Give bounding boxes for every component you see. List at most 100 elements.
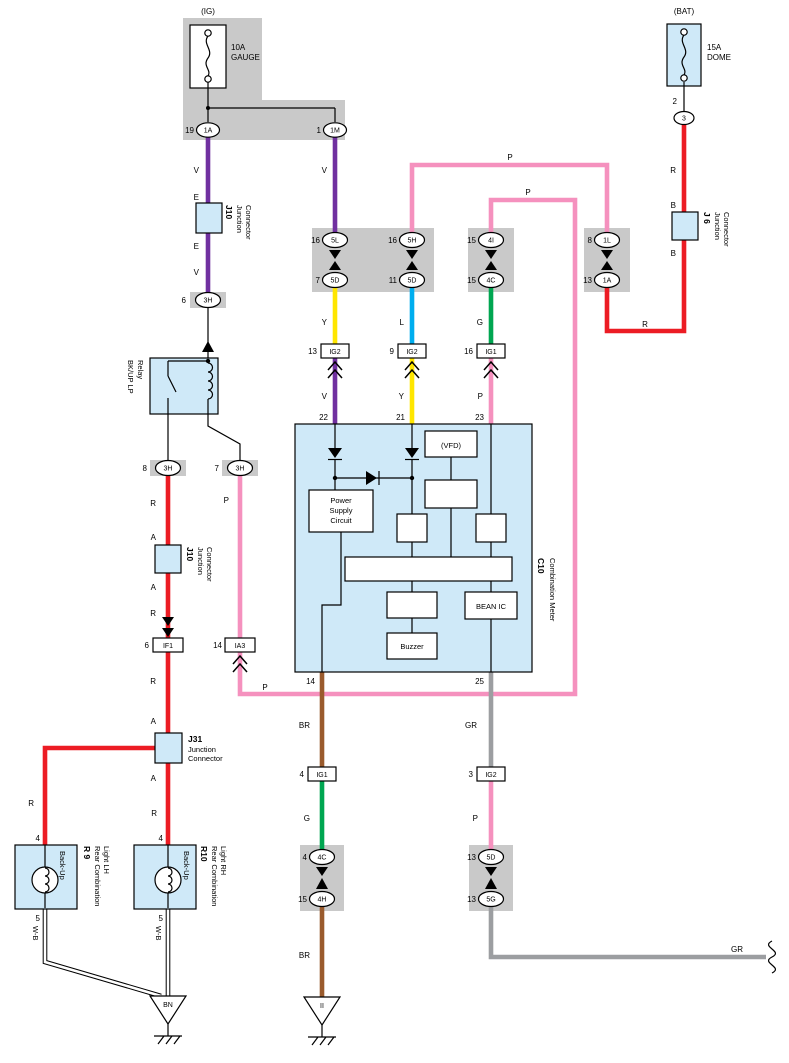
j31-id: J31 [188, 734, 202, 744]
pin-number: 7 [215, 464, 220, 473]
r9-id: R 9 [82, 846, 92, 860]
wire-color-label: P [262, 683, 267, 692]
connector-ig2-1 [320, 343, 350, 359]
r10-name: Rear Combination [210, 846, 219, 906]
connector-4h [308, 890, 336, 908]
ground-ii [302, 996, 342, 1046]
ground-label: BN [163, 1002, 173, 1009]
bean-ic-label: BEAN IC [476, 602, 507, 611]
backup-light-lh [14, 844, 78, 910]
bat-fuse-rating: 15A [707, 43, 722, 52]
connector-5g [477, 890, 505, 908]
j6-box [671, 211, 699, 241]
connector-code: IG2 [329, 349, 340, 356]
j10-lower-id: J10 [185, 547, 195, 561]
connector-code: 4H [318, 897, 327, 904]
connector-code: IA3 [235, 643, 246, 650]
pin-number: 4 [300, 770, 305, 779]
ig-fuse-rating: 10A [231, 43, 246, 52]
psc-label: Circuit [330, 516, 352, 525]
meter-bus-box [344, 556, 513, 582]
j31-name: Connector [188, 754, 223, 763]
wire-color-label: A [151, 717, 157, 726]
diode-icon [366, 471, 380, 485]
j10-lower-name: Connector [205, 547, 214, 582]
meter-sub-box [475, 513, 507, 543]
j6-id: J 6 [702, 212, 712, 224]
ig-fuse-name: GAUGE [231, 53, 260, 62]
wire-color-label: V [322, 392, 328, 401]
connector-3 [673, 110, 695, 126]
wire-color-label: R [150, 677, 156, 686]
pin-number: 19 [185, 126, 194, 135]
wire-color-label: P [525, 188, 530, 197]
meter-pin: 25 [475, 677, 484, 686]
vfd-label: (VFD) [441, 441, 461, 450]
diode-icon [328, 448, 342, 461]
meter-pin: 21 [396, 413, 405, 422]
pin-number: 13 [467, 853, 476, 862]
pin-number: 3 [469, 770, 474, 779]
j31-name: Junction [188, 745, 216, 754]
pin-number: 13 [308, 347, 317, 356]
wire-color-label: P [478, 392, 483, 401]
wire-color-label: V [322, 166, 328, 175]
ground-bn [148, 995, 188, 1045]
connector-code: 5H [408, 238, 417, 245]
bat-fuse-assembly [666, 23, 702, 112]
psc-label: Power [330, 496, 352, 505]
labels: (IG) 10A GAUGE 19 1A 1 1M (BAT) 15A DOME… [28, 7, 743, 1010]
wire-pink-route [237, 197, 578, 697]
connector-1m [322, 122, 348, 138]
connector-4c-2 [308, 848, 336, 866]
bulb-label: Back-Up [58, 851, 67, 880]
connector-4i [477, 231, 505, 249]
connector-ig1-2 [307, 766, 337, 782]
wire-gray-2 [488, 899, 766, 960]
pin-number: 4 [159, 834, 164, 843]
ig-label: (IG) [201, 7, 215, 16]
wire-color-label: Y [399, 392, 405, 401]
connector-1a [195, 122, 221, 138]
wire-color-label: A [151, 774, 157, 783]
relay-name: Relay [136, 360, 145, 379]
bulb-icon [154, 866, 182, 894]
pin-number: 8 [143, 464, 148, 473]
ig-fuse-assembly [189, 24, 336, 122]
j6-name: Connector [722, 212, 731, 247]
wire-color-label: GR [465, 721, 477, 730]
connector-code: IG2 [406, 349, 417, 356]
connector-code: 3 [682, 116, 686, 123]
vfd-driver-box [424, 479, 478, 509]
wire-color-label: R [150, 499, 156, 508]
r9-name: Light LH [102, 846, 111, 874]
wire-color-label: L [400, 318, 405, 327]
connector-5h [398, 231, 426, 249]
pin-number: 15 [298, 895, 307, 904]
connector-1l [593, 231, 621, 249]
connector-5l [321, 231, 349, 249]
pin-number: 4 [36, 834, 41, 843]
bulb-filament-icon [167, 867, 173, 893]
wire-color-label: P [224, 496, 229, 505]
connector-code: 3H [236, 466, 245, 473]
connector-code: 5D [331, 278, 340, 285]
connector-4c-1 [477, 271, 505, 289]
connector-ovals [154, 110, 695, 908]
connector-code: 5G [486, 897, 495, 904]
wire-color-label: Y [322, 318, 328, 327]
connector-code: IG1 [485, 349, 496, 356]
meter-id: C10 [536, 558, 546, 574]
connector-code: 4C [487, 278, 496, 285]
connector-code: IF1 [163, 643, 173, 650]
connector-code: IG2 [485, 772, 496, 779]
connector-code: 1A [204, 128, 213, 135]
connector-code: 1A [603, 278, 612, 285]
connector-ig2-2 [397, 343, 427, 359]
backup-light-rh [133, 844, 197, 910]
r10-name: Light RH [219, 846, 228, 875]
fuse-element-icon [681, 34, 687, 76]
wire-color-label: R [642, 320, 648, 329]
wire-color-label: R [151, 809, 157, 818]
